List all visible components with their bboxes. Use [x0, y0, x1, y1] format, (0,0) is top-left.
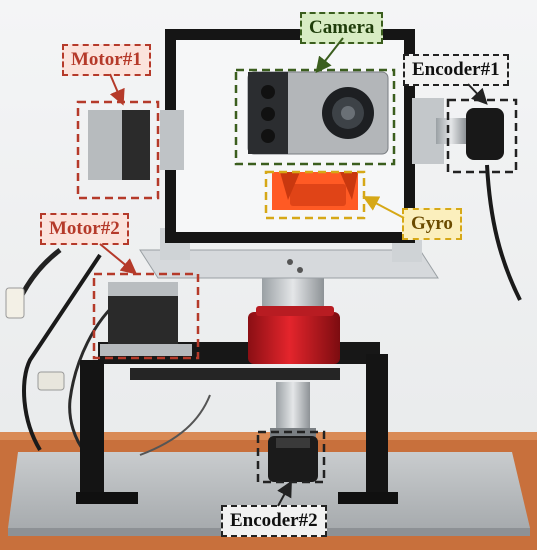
encoder1-label: Encoder#1: [403, 54, 509, 86]
cable-left: [22, 253, 102, 452]
gyro-label: Gyro: [402, 208, 462, 240]
lower-frame-leg-right: [366, 354, 388, 502]
lower-frame-leg-left: [80, 360, 104, 502]
motor2-label: Motor#2: [40, 213, 129, 245]
encoder2-label: Encoder#2: [221, 505, 327, 537]
camera-label: Camera: [300, 12, 384, 44]
red-ring: [248, 312, 340, 364]
base-plate: [8, 452, 530, 528]
encoder1-body: [466, 108, 504, 160]
cable-right: [485, 164, 522, 301]
side-bracket-left: [160, 110, 184, 170]
shaft-lower: [276, 382, 310, 428]
motor1-label: Motor#1: [62, 44, 151, 76]
encoder1-shaft: [436, 118, 466, 144]
